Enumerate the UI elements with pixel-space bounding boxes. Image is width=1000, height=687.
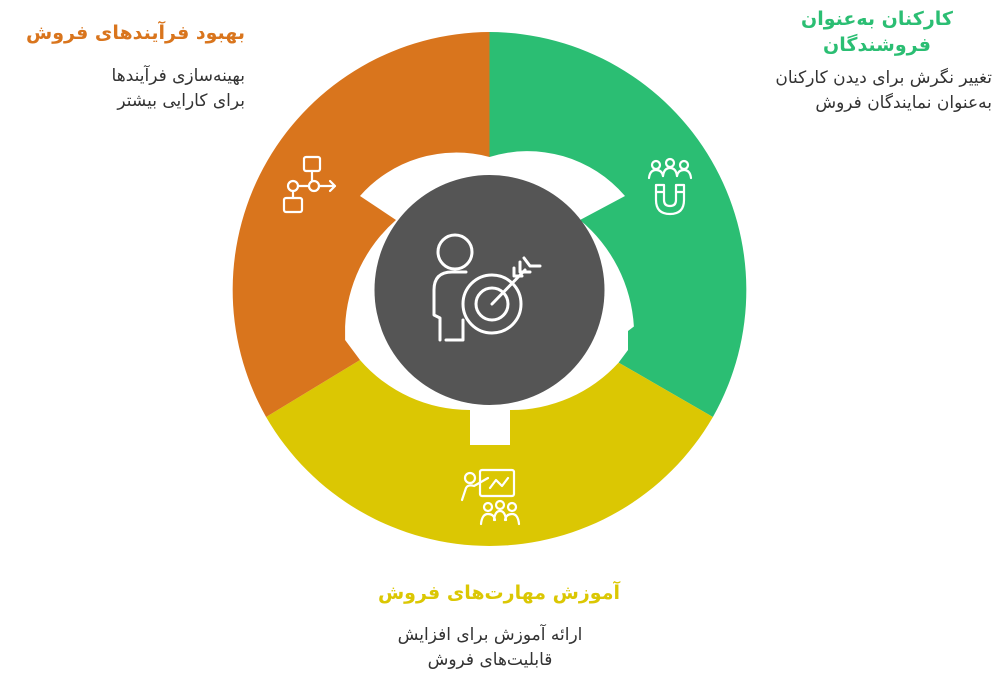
description-line: ارائه آموزش برای افزایش: [397, 625, 583, 645]
description-line: قابلیت‌های فروش: [427, 650, 553, 670]
segment-sales-processes: [232, 32, 490, 417]
employees-as-sellers-description: تغییر نگرش برای دیدن کارکنان به‌عنوان نم…: [700, 66, 992, 116]
description-line: بهینه‌سازی فرآیندها: [111, 66, 245, 86]
sales-skills-training-description: ارائه آموزش برای افزایش قابلیت‌های فروش: [360, 623, 620, 673]
workflow-icon: [282, 155, 337, 214]
description-line: برای کارایی بیشتر: [117, 91, 245, 111]
title-line: فروشندگان: [823, 34, 931, 56]
description-line: به‌عنوان نمایندگان فروش: [815, 93, 992, 113]
sales-skills-training-block: آموزش مهارت‌های فروش ارائه آموزش برای اف…: [360, 580, 620, 673]
sales-processes-title: بهبود فرآیندهای فروش: [26, 22, 245, 44]
description-line: تغییر نگرش برای دیدن کارکنان: [775, 68, 992, 88]
segment-sales-skills-training: [266, 360, 713, 546]
presentation-training-icon: [460, 468, 521, 526]
title-line: کارکنان به‌عنوان: [801, 8, 953, 30]
segment-employees-as-sellers: [489, 32, 747, 417]
sales-skills-training-title: آموزش مهارت‌های فروش: [377, 582, 620, 604]
sales-processes-block: بهبود فرآیندهای فروش بهینه‌سازی فرآیندها…: [20, 20, 245, 114]
sales-processes-description: بهینه‌سازی فرآیندها برای کارایی بیشتر: [20, 64, 245, 114]
person-target-icon: [432, 233, 542, 342]
employees-as-sellers-title: کارکنان به‌عنوان فروشندگان: [752, 6, 1000, 58]
center-hub: [374, 175, 605, 405]
employees-as-sellers-block: کارکنان به‌عنوان فروشندگان تغییر نگرش بر…: [700, 6, 992, 116]
people-magnet-icon: [647, 157, 693, 216]
